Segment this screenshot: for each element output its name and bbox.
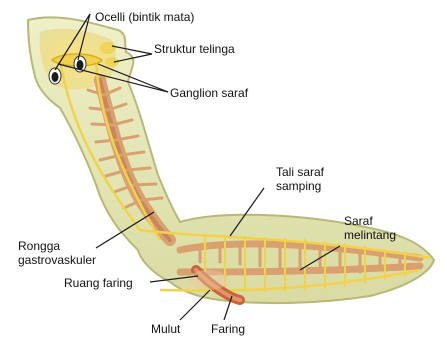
label-ocelli: Ocelli (bintik mata): [95, 10, 194, 24]
label-saraf-line1: Saraf: [344, 214, 396, 228]
label-rongga-line2: gastrovaskuler: [18, 253, 96, 267]
label-ganglion-saraf: Ganglion saraf: [170, 86, 248, 100]
label-ruang-faring: Ruang faring: [64, 276, 133, 290]
label-tali-saraf-line1: Tali saraf: [276, 165, 324, 179]
label-tali-saraf-samping: Tali saraf samping: [276, 165, 324, 193]
label-saraf-melintang: Saraf melintang: [344, 214, 396, 242]
label-rongga-gastrovaskuler: Rongga gastrovaskuler: [18, 239, 96, 267]
label-rongga-line1: Rongga: [18, 239, 96, 253]
label-struktur-telinga: Struktur telinga: [154, 42, 235, 56]
label-mulut: Mulut: [151, 322, 180, 336]
label-saraf-line2: melintang: [344, 228, 396, 242]
pharynx-chamber: [188, 270, 228, 290]
label-faring: Faring: [211, 322, 245, 336]
label-tali-saraf-line2: samping: [276, 179, 324, 193]
